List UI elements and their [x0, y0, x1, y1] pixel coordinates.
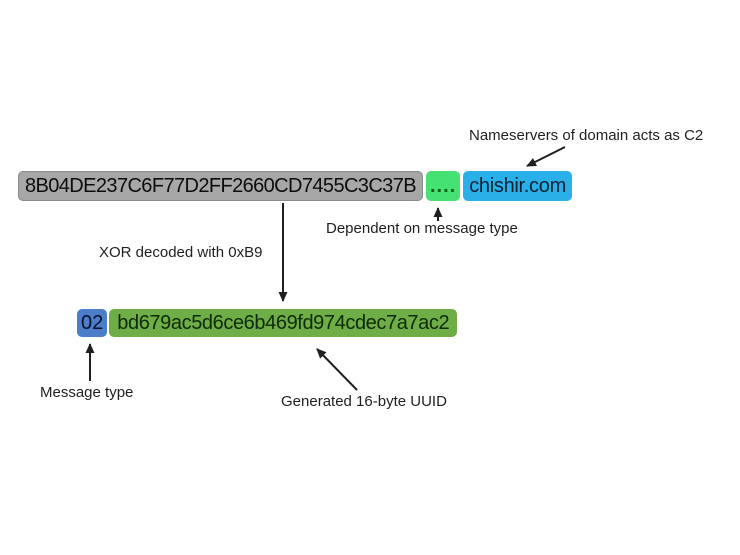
arrow-nameservers-to-domain: [526, 146, 566, 167]
c2-domain-box: chishir.com: [463, 171, 572, 201]
arrow-uuid-to-box: [316, 348, 358, 391]
nameservers-annotation: Nameservers of domain acts as C2: [469, 127, 704, 144]
decoded-message-row: 02 bd679ac5d6ce6b469fd974cdec7a7ac2: [77, 309, 458, 337]
message-type-annotation: Message type: [40, 384, 134, 401]
message-type-box: 02: [77, 309, 108, 337]
separator-dots-box: ....: [425, 171, 461, 201]
uuid-annotation: Generated 16-byte UUID: [281, 393, 447, 410]
encoded-message-row: 8B04DE237C6F77D2FF2660CD7455C3C37B .... …: [18, 171, 572, 201]
dependent-annotation: Dependent on message type: [326, 220, 518, 237]
uuid-box: bd679ac5d6ce6b469fd974cdec7a7ac2: [109, 309, 458, 337]
encoded-hex-payload-box: 8B04DE237C6F77D2FF2660CD7455C3C37B: [18, 171, 423, 201]
xor-decode-annotation: XOR decoded with 0xB9: [99, 244, 263, 261]
